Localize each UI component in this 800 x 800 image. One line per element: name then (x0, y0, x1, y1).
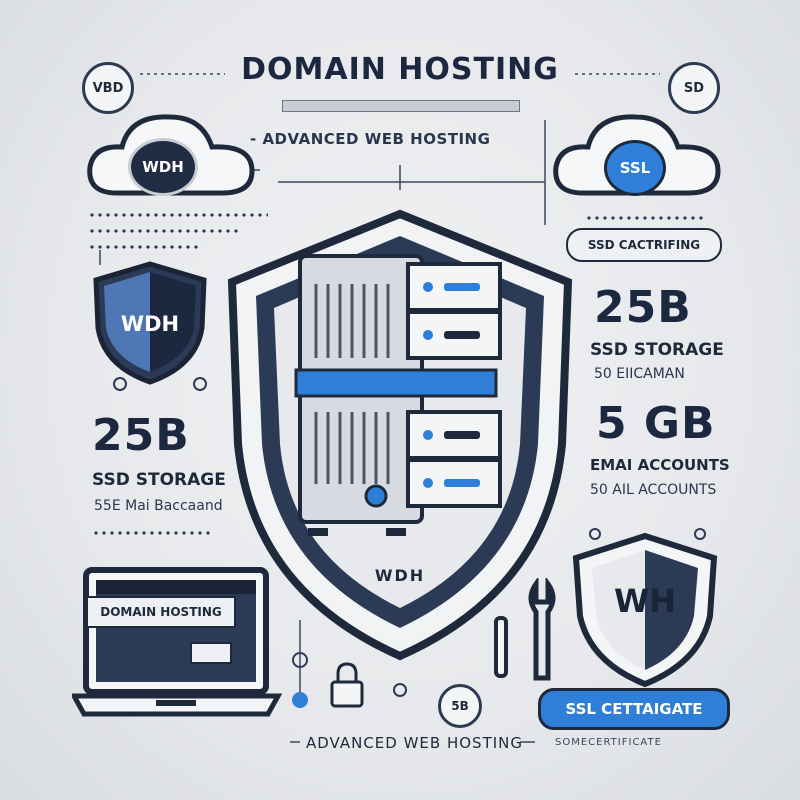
server-shield-illustration (227, 209, 573, 661)
page-title: DOMAIN HOSTING (241, 52, 559, 87)
laptop-icon (72, 567, 282, 717)
top-left-badge-label: VBD (92, 80, 124, 96)
right-storage-value: 25B (594, 282, 692, 333)
top-left-badge: VBD (82, 62, 134, 114)
left-cloud-badge: WDH (128, 138, 198, 196)
center-server-label: WDH (374, 566, 426, 585)
top-right-badge: SD (668, 62, 720, 114)
laptop-screen-button (190, 642, 232, 664)
dotted-divider (88, 244, 198, 250)
footer-right-text: SOMECERTIFICATE (555, 737, 662, 748)
small-badge-label: 5B (451, 699, 469, 713)
tools-icon (494, 578, 556, 681)
dotted-divider (88, 228, 238, 234)
right-storage-sub: 50 EIICAMAN (594, 366, 685, 382)
ssl-certificate-label: SSL CETTAIGATE (565, 700, 703, 718)
lock-icon (330, 662, 364, 708)
right-cloud-label: SSL (619, 159, 651, 177)
page-subtitle: - ADVANCED WEB HOSTING (250, 130, 491, 148)
dotted-divider (585, 215, 705, 221)
dotted-divider (88, 212, 268, 218)
laptop-screen-title-text: DOMAIN HOSTING (100, 605, 222, 619)
right-storage-label: SSD STORAGE (590, 340, 724, 360)
small-badge: 5B (438, 684, 482, 728)
left-storage-sub: 55E Mai Baccaand (94, 498, 223, 514)
right-email-sub: 50 AIL ACCOUNTS (590, 482, 717, 498)
left-cloud-label: WDH (142, 158, 184, 176)
right-email-label: EMAI ACCOUNTS (590, 456, 730, 474)
bottom-shield-label: WH (613, 582, 677, 620)
laptop-screen-title: DOMAIN HOSTING (86, 596, 236, 628)
left-storage-label: SSD STORAGE (92, 470, 226, 490)
top-right-badge-label: SD (683, 80, 705, 96)
dotted-divider (92, 530, 212, 536)
ssd-pill-label: SSD CACTRIFING (587, 238, 701, 252)
footer-tagline: ADVANCED WEB HOSTING (306, 734, 524, 752)
title-underline-bar (282, 100, 520, 112)
right-cloud-badge: SSL (604, 140, 666, 196)
left-shield-label: WDH (120, 312, 180, 336)
shield-icon (572, 532, 718, 688)
right-email-value: 5 GB (596, 398, 716, 449)
ssl-certificate-button[interactable]: SSL CETTAIGATE (538, 688, 730, 730)
shield-icon (93, 261, 207, 385)
ssd-pill: SSD CACTRIFING (566, 228, 722, 262)
left-storage-value: 25B (92, 410, 190, 461)
